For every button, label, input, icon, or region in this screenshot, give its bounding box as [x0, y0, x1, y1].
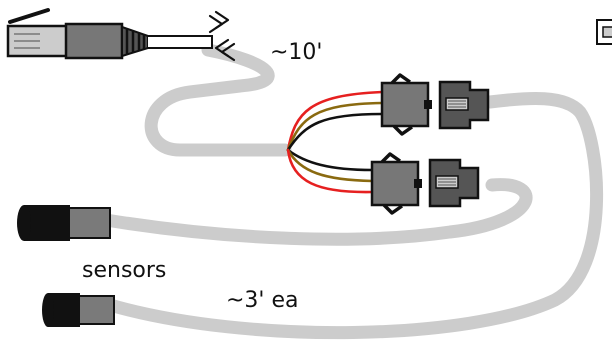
two-pin-connector-icon	[370, 152, 480, 215]
cylindrical-sensor-icon	[17, 205, 111, 241]
cylindrical-sensor-icon	[42, 293, 115, 327]
sensor-body	[75, 295, 115, 325]
wire-black-lower	[286, 148, 374, 172]
sensor-cable-bottom	[103, 91, 604, 340]
sensor-face	[17, 205, 31, 241]
connector-housing	[370, 160, 420, 207]
main-cable	[144, 43, 292, 157]
wire-brown-upper	[286, 101, 384, 152]
plug-cable-stub	[148, 35, 213, 49]
partial-connector-icon	[596, 19, 612, 45]
sensor-face	[42, 293, 54, 327]
cable-break-icon	[208, 10, 236, 62]
wire-red-upper	[286, 90, 384, 152]
connector-key	[424, 100, 432, 109]
connector-housing	[380, 81, 430, 128]
rj45-connector-icon	[6, 8, 213, 60]
sensors-label: sensors	[82, 258, 167, 283]
main-cable-length-label: ~10'	[270, 40, 323, 65]
plug-latch	[8, 8, 50, 24]
branch-cable-length-label: ~3' ea	[226, 288, 299, 313]
connector-latch-bottom	[392, 124, 414, 136]
wire-harness	[286, 90, 384, 194]
sensor-cable-top	[99, 178, 533, 246]
plug-body	[64, 22, 124, 60]
wire-black-upper	[286, 112, 384, 152]
connector-key	[414, 179, 422, 188]
wire-red-lower	[286, 148, 374, 194]
wire-brown-lower	[286, 148, 374, 183]
connector-latch-top	[380, 152, 402, 164]
sensor-body	[65, 207, 111, 239]
sensor-head	[24, 205, 70, 241]
two-pin-connector-icon	[380, 73, 490, 136]
connector-latch-top	[390, 73, 412, 85]
cable-group	[99, 43, 604, 340]
connector-latch-bottom	[382, 203, 404, 215]
